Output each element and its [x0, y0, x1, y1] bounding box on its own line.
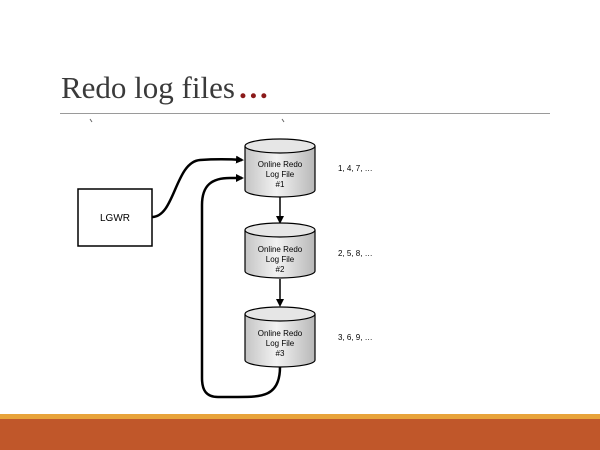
log-file-label-line2: Log File: [266, 339, 295, 348]
slide-title-ellipsis: …: [237, 70, 269, 105]
log-file-label-line1: Online Redo: [258, 160, 303, 169]
log-file-label-line1: Online Redo: [258, 329, 303, 338]
log-file-label-line3: #1: [276, 180, 285, 189]
log-file-2: Online Redo Log File #2: [244, 222, 316, 279]
footer-accent-stripe: [0, 414, 600, 419]
loop-back-arrow: [200, 174, 282, 399]
log-sequence-2: 2, 5, 8, …: [338, 249, 373, 258]
lgwr-label: LGWR: [100, 213, 130, 224]
cylinder-top: [244, 306, 316, 322]
log-file-label-line3: #3: [276, 349, 285, 358]
log-file-label-line1: Online Redo: [258, 245, 303, 254]
log-file-label-line3: #2: [276, 265, 285, 274]
title-divider: [60, 113, 550, 114]
footer-bar: [0, 419, 600, 450]
tick-mark: [89, 118, 93, 123]
log-sequence-3: 3, 6, 9, …: [338, 333, 373, 342]
cylinder-top: [244, 138, 316, 154]
cylinder-body: [244, 230, 316, 279]
cylinder-top: [244, 222, 316, 238]
slide-title-text: Redo log files: [61, 70, 235, 105]
log-sequence-1: 1, 4, 7, …: [338, 164, 373, 173]
lgwr-process: LGWR: [77, 188, 153, 247]
log-file-1: Online Redo Log File #1: [244, 138, 316, 198]
slide-title: Redo log files…: [61, 72, 269, 103]
lgwr-write-arrow: [151, 155, 244, 219]
tick-mark: [281, 118, 285, 123]
lgwr-box: [77, 188, 153, 247]
log-file-label-line2: Log File: [266, 170, 295, 179]
cylinder-body: [244, 314, 316, 368]
cylinder-body: [244, 146, 316, 198]
log-file-3: Online Redo Log File #3: [244, 306, 316, 368]
log-file-label-line2: Log File: [266, 255, 295, 264]
